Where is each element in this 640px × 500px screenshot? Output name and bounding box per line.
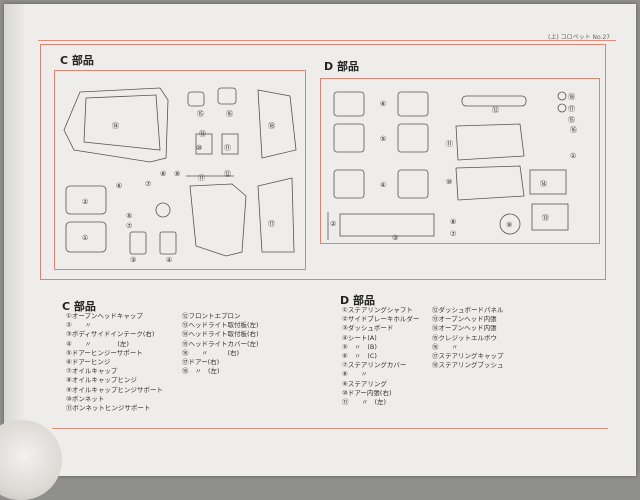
list-item: ⑧オイルキャップヒンジ — [66, 376, 137, 385]
list-item: ⑧ 〃 — [342, 370, 368, 379]
list-item: ⑬ヘッドライト取付板(左) — [182, 321, 259, 330]
list-item: ⑯ 〃 (右) — [182, 348, 240, 357]
list-item: ④シート(A) — [342, 333, 377, 342]
diagram-frame — [40, 44, 606, 280]
list-item: ⑪ 〃 (左) — [342, 398, 387, 407]
c-parts-list-col2: ⑫フロントエプロン ⑬ヘッドライト取付板(左) ⑭ヘッドライト取付板(右) ⑮ヘ… — [182, 312, 259, 376]
c-parts-diagram-heading: C 部品 — [60, 54, 94, 67]
list-item: ⑯ 〃 — [432, 342, 458, 351]
list-item: ⑬オープンヘッド内張 — [432, 315, 497, 324]
page-number: (上) コロペット No.27 — [548, 34, 611, 41]
header-rule — [38, 40, 616, 41]
list-item: ⑱ステアリングブッシュ — [432, 361, 504, 370]
list-item: ⑩ドアー内張(右) — [342, 388, 392, 397]
list-item: ⑨オイルキャップヒンジサポート — [66, 385, 163, 394]
c-parts-runner-box — [54, 70, 306, 270]
c-parts-list-col1: ①オープンヘッドキャップ ② 〃 ③ボディサイドインテーク(右) ④ 〃 (左)… — [66, 312, 163, 413]
list-item: ⑨ステアリング — [342, 379, 387, 388]
list-item: ⑫フロントエプロン — [182, 312, 241, 320]
c-parts-list-title: C 部品 — [62, 300, 96, 313]
list-item: ⑩ボンネット — [66, 394, 105, 403]
list-item: ⑦オイルキャップ — [66, 367, 118, 376]
list-item: ⑭オープンヘッド内張 — [432, 324, 497, 333]
list-item: ⑦ステアリングカバー — [342, 361, 407, 370]
list-item: ⑮ヘッドライトカバー(左) — [182, 339, 259, 348]
list-item: ⑤ 〃 (B) — [342, 342, 377, 351]
list-item: ⑪ボンネットヒンジサポート — [66, 404, 151, 413]
list-item: ⑮クレジットエルボウ — [432, 333, 497, 342]
d-parts-runner-box — [320, 78, 600, 244]
list-item: ③ダッシュボード — [342, 324, 394, 333]
d-parts-list-col2: ⑫ダッシュボードパネル ⑬オープンヘッド内張 ⑭オープンヘッド内張 ⑮クレジット… — [432, 306, 504, 370]
list-item: ①ステアリングシャフト — [342, 306, 413, 314]
d-parts-list-title: D 部品 — [340, 294, 375, 307]
list-item: ⑤ドアーヒンジーサポート — [66, 348, 143, 357]
list-item: ⑫ダッシュボードパネル — [432, 306, 504, 314]
list-item: ④ 〃 (左) — [66, 339, 129, 348]
d-parts-list-col1: ①ステアリングシャフト ②サイドブレーキホルダー ③ダッシュボード ④シート(A… — [342, 306, 419, 407]
page-binding-edge — [4, 4, 24, 476]
list-item: ⑥ドアーヒンジ — [66, 358, 111, 367]
list-item: ③ボディサイドインテーク(右) — [66, 330, 155, 339]
footer-rule — [52, 428, 608, 429]
list-item: ②サイドブレーキホルダー — [342, 315, 420, 324]
list-item: ⑥ 〃 (C) — [342, 352, 377, 361]
list-item: ⑱ 〃 (左) — [182, 367, 220, 376]
list-item: ①オープンヘッドキャップ — [66, 312, 143, 320]
d-parts-diagram-heading: D 部品 — [324, 60, 359, 73]
list-item: ⑰ドアー(右) — [182, 358, 220, 367]
list-item: ⑭ヘッドライト取付板(右) — [182, 330, 259, 339]
list-item: ⑰ステアリングキャップ — [432, 352, 504, 361]
list-item: ② 〃 — [66, 321, 92, 330]
